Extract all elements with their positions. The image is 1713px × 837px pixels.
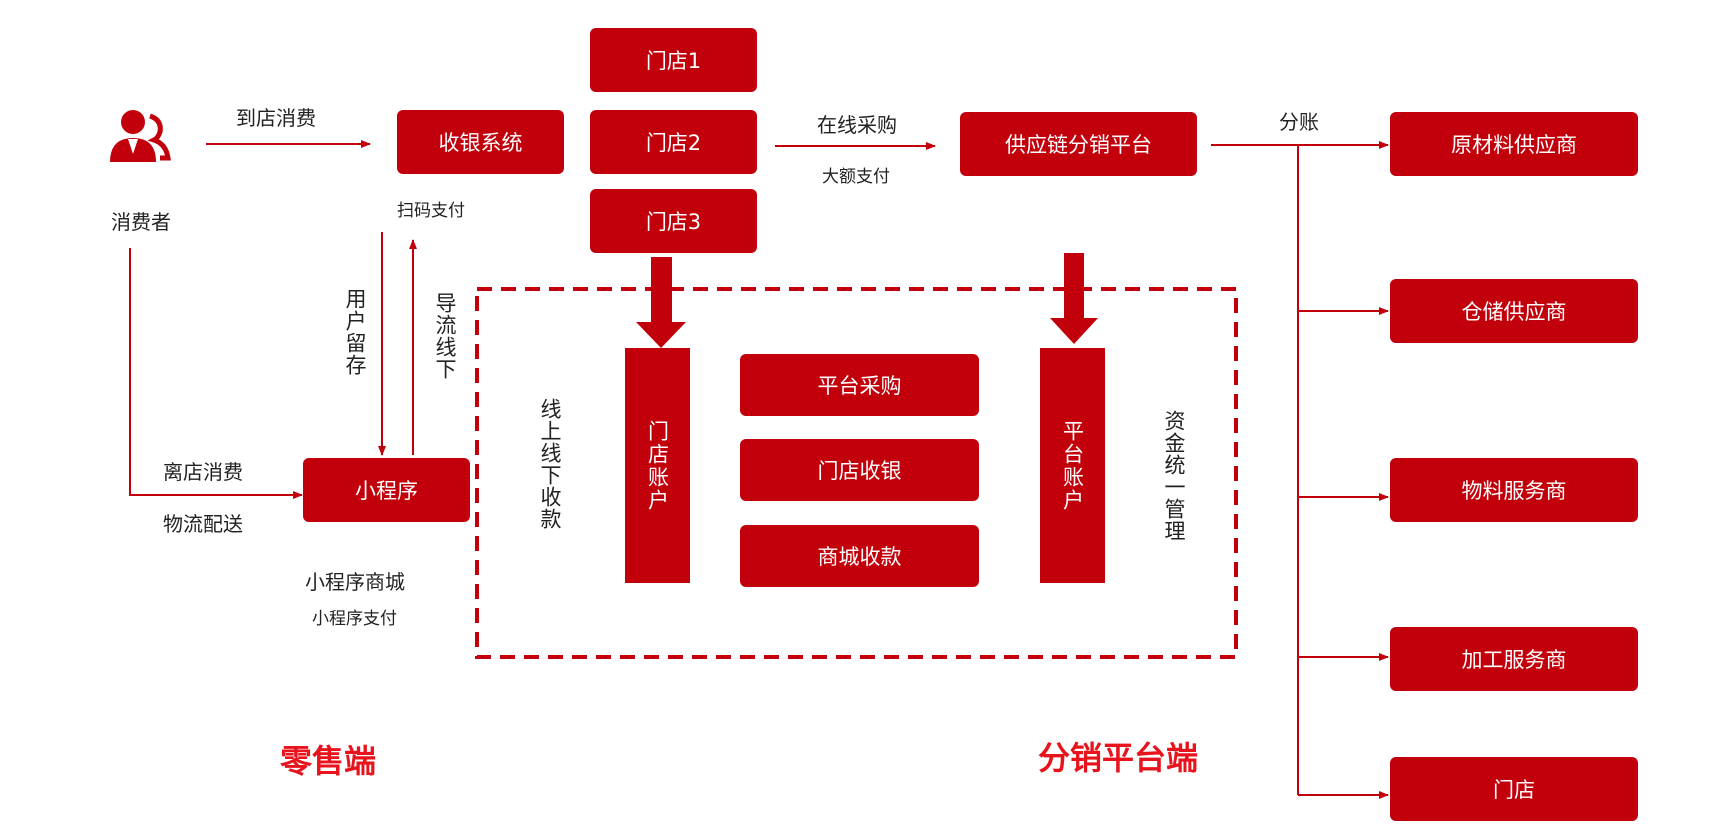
supplier-node-processing-service[interactable]: 加工服务商 (1390, 627, 1638, 691)
off-store-spending-label: 离店消费 (163, 460, 243, 484)
block-arrow-stores-to-store-account (636, 257, 686, 348)
supplier-node-warehousing[interactable]: 仓储供应商 (1390, 279, 1638, 343)
block-arrow-platform-to-platform-account (1050, 253, 1098, 344)
drive-offline-label: 导流线下 (433, 292, 457, 380)
store-node-2[interactable]: 门店2 (590, 110, 757, 174)
scan-payment-label: 扫码支付 (397, 201, 465, 221)
large-payment-label: 大额支付 (822, 167, 890, 187)
store-node-1[interactable]: 门店1 (590, 28, 757, 92)
store-node-3[interactable]: 门店3 (590, 189, 757, 253)
user-retention-label: 用户留存 (343, 288, 367, 376)
in-store-spending-label: 到店消费 (236, 106, 316, 130)
store-account-node[interactable]: 门店账户 (625, 348, 690, 583)
fund-management-label: 资金统一管理 (1162, 410, 1186, 542)
logistics-delivery-label: 物流配送 (163, 512, 243, 536)
mini-program-payment-label: 小程序支付 (312, 609, 397, 629)
cashier-system-node[interactable]: 收银系统 (397, 110, 564, 174)
mini-program-node[interactable]: 小程序 (303, 458, 470, 522)
online-offline-collection-label: 线上线下收款 (538, 398, 562, 530)
supplier-node-materials-service[interactable]: 物料服务商 (1390, 458, 1638, 522)
function-store-cashier[interactable]: 门店收银 (740, 439, 979, 501)
mini-program-mall-label: 小程序商城 (305, 570, 405, 594)
platform-account-node[interactable]: 平台账户 (1040, 348, 1105, 583)
supply-chain-platform-node[interactable]: 供应链分销平台 (960, 112, 1197, 176)
supplier-node-store[interactable]: 门店 (1390, 757, 1638, 821)
collection-zone-border (475, 287, 1238, 659)
arrow-consumer-to-miniprogram (129, 248, 303, 499)
supplier-node-raw-materials[interactable]: 原材料供应商 (1390, 112, 1638, 176)
function-platform-purchase[interactable]: 平台采购 (740, 354, 979, 416)
online-purchase-label: 在线采购 (817, 113, 897, 137)
user-group-icon (108, 106, 172, 168)
consumer-label: 消费者 (111, 210, 171, 234)
split-label: 分账 (1279, 110, 1319, 134)
function-mall-collection[interactable]: 商城收款 (740, 525, 979, 587)
section-label-distribution: 分销平台端 (1038, 739, 1199, 777)
section-label-retail: 零售端 (280, 742, 377, 780)
